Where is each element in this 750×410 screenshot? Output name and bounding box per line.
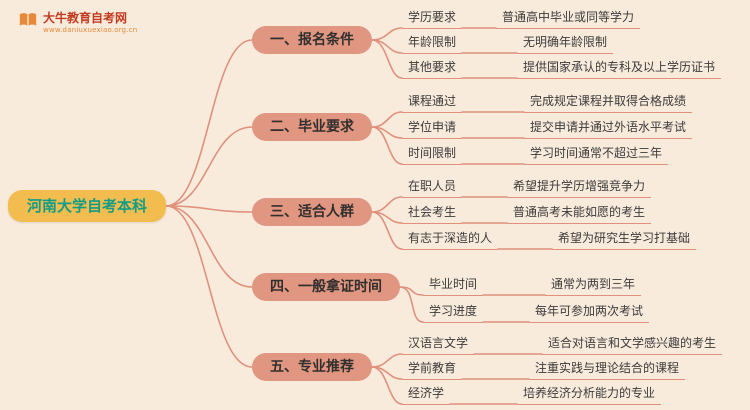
book-icon	[19, 13, 37, 27]
subtopic-node: 学前教育	[402, 361, 463, 380]
subtopic-node: 在职人员	[402, 179, 463, 198]
subtopic-node: 毕业时间	[423, 277, 484, 296]
detail-node: 学习时间通常不超过三年	[524, 146, 669, 165]
subtopic-node: 汉语言文学	[402, 336, 475, 355]
branch-certificate-time: 四、一般拿证时间	[252, 273, 400, 301]
branch-major-recommendations: 五、专业推荐	[252, 353, 372, 381]
logo-text: 大牛教育自考网 www.daniuxuexiao.org.cn	[43, 11, 137, 35]
detail-node: 希望为研究生学习打基础	[552, 231, 697, 250]
subtopic-node: 经济学	[402, 386, 451, 405]
branch-suitable-people: 三、适合人群	[252, 198, 372, 226]
logo-url: www.daniuxuexiao.org.cn	[43, 26, 138, 34]
subtopic-node: 社会考生	[402, 205, 463, 224]
detail-node: 希望提升学历增强竞争力	[507, 179, 652, 198]
detail-node: 无明确年龄限制	[517, 35, 614, 54]
subtopic-node: 课程通过	[402, 94, 463, 113]
detail-node: 提交申请并通过外语水平考试	[524, 120, 693, 139]
subtopic-node: 有志于深造的人	[402, 231, 499, 250]
detail-node: 适合对语言和文学感兴趣的考生	[542, 336, 723, 355]
detail-node: 提供国家承认的专科及以上学历证书	[517, 60, 722, 79]
detail-node: 培养经济分析能力的专业	[517, 386, 662, 405]
detail-node: 每年可参加两次考试	[529, 304, 650, 323]
detail-node: 注重实践与理论结合的课程	[529, 361, 686, 380]
subtopic-node: 年龄限制	[402, 35, 463, 54]
subtopic-node: 时间限制	[402, 146, 463, 165]
subtopic-node: 学习进度	[423, 304, 484, 323]
detail-node: 完成规定课程并取得合格成绩	[524, 94, 693, 113]
subtopic-node: 学历要求	[402, 10, 463, 29]
root-node: 河南大学自考本科	[8, 190, 166, 222]
logo-title: 大牛教育自考网	[43, 11, 128, 25]
detail-node: 普通高中毕业或同等学力	[496, 10, 641, 29]
branch-enrollment-requirements: 一、报名条件	[252, 26, 372, 54]
site-logo: 大牛教育自考网 www.daniuxuexiao.org.cn	[18, 11, 137, 35]
subtopic-node: 学位申请	[402, 120, 463, 139]
subtopic-node: 其他要求	[402, 60, 463, 79]
detail-node: 通常为两到三年	[545, 277, 642, 296]
branch-graduation-requirements: 二、毕业要求	[252, 113, 372, 141]
detail-node: 普通高考未能如愿的考生	[507, 205, 652, 224]
